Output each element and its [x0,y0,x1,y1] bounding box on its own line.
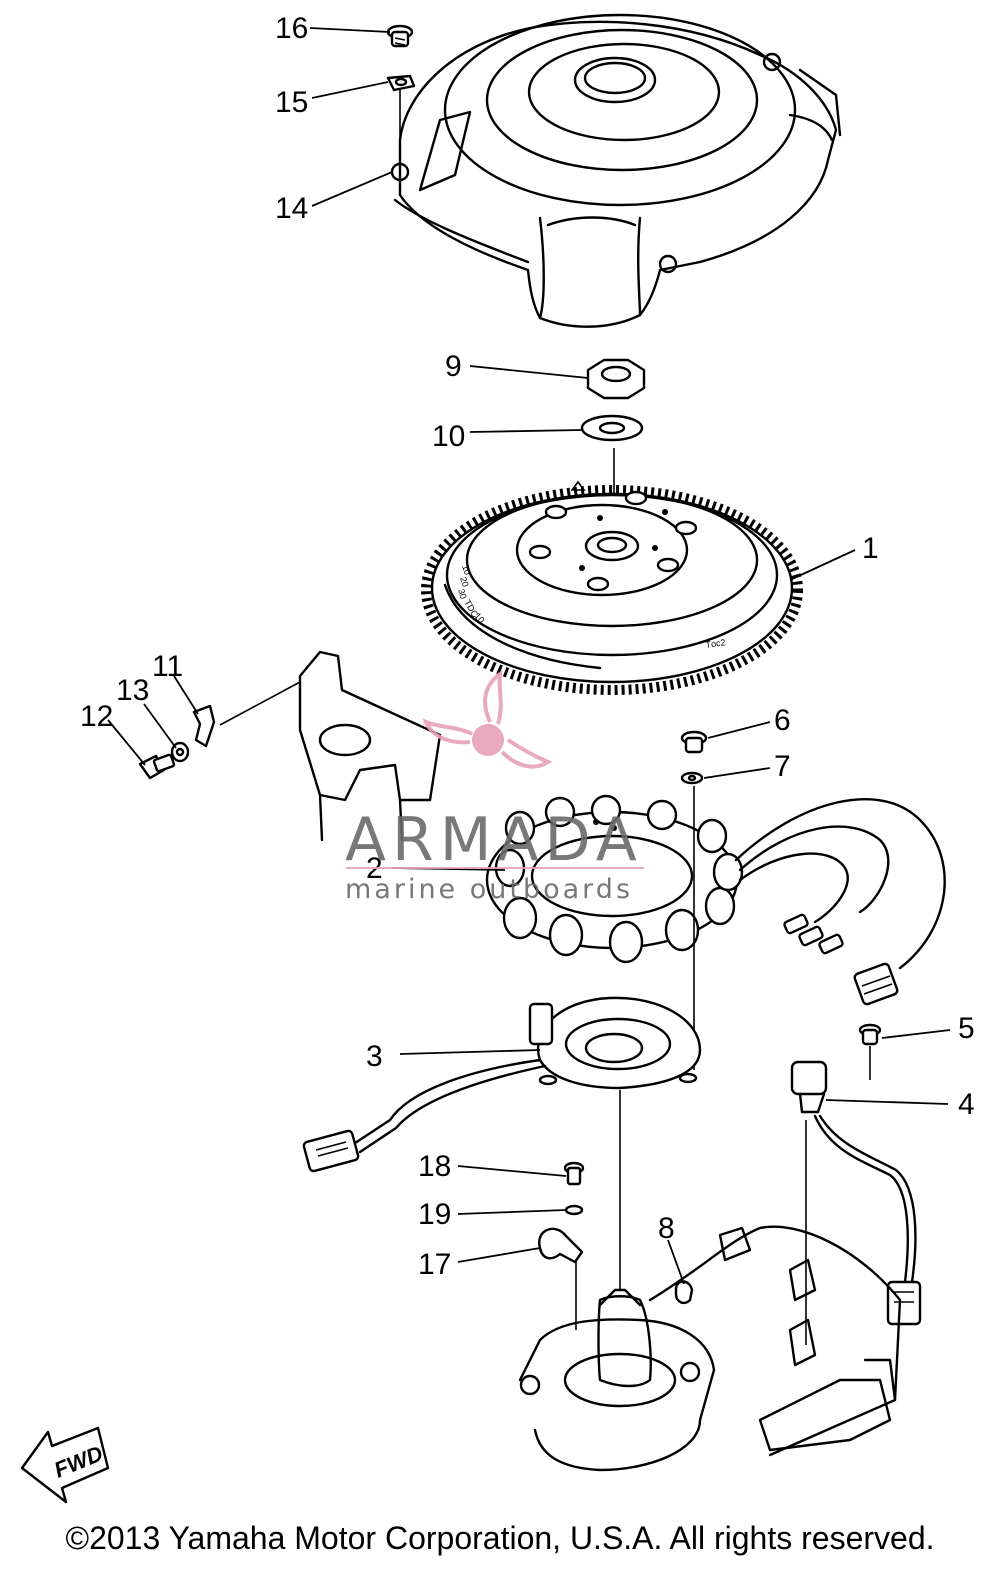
flywheel-mark-2: 20 [458,576,471,589]
callout-15: 15 [275,86,308,119]
collar-15 [386,74,416,92]
callout-8: 8 [658,1212,675,1245]
callout-leaders [107,27,951,1285]
screw-5 [858,1023,882,1046]
copyright-notice: ©2013 Yamaha Motor Corporation, U.S.A. A… [65,1520,935,1556]
bolt-12 [138,753,176,780]
nut-9 [586,358,646,400]
screw-6 [680,730,708,754]
flywheel-cover [390,13,842,328]
clamp-17 [538,1227,584,1264]
callout-1: 1 [862,532,879,565]
crankcase [518,1225,902,1472]
callout-14: 14 [275,192,308,225]
callout-7: 7 [774,750,791,783]
watermark: ARMADA marine outboards [345,669,644,905]
callout-18: 18 [418,1150,451,1183]
propeller-logo-icon [422,669,553,769]
callout-3: 3 [366,1040,383,1073]
stator [485,794,744,964]
direction-arrow-icon: FWD [20,1426,110,1504]
callout-6: 6 [774,704,791,737]
washer-10 [580,414,644,442]
watermark-tagline: marine outboards [345,874,633,905]
callout-17: 17 [418,1248,451,1281]
pulser-unit [790,1060,922,1326]
callout-9: 9 [445,350,462,383]
flywheel-mark-1: 10 [460,564,473,577]
screw-18 [563,1161,585,1186]
callout-4: 4 [958,1088,975,1121]
bolt-16 [386,24,414,48]
flywheel: 10 20 30 TDC 10 Tοc2 [421,480,803,695]
callout-13: 13 [116,674,149,707]
stator-harness [734,798,946,1006]
callout-16: 16 [275,12,308,45]
bracket-11 [192,704,216,748]
washer-7 [680,771,704,785]
callout-19: 19 [418,1198,451,1231]
flywheel-stamp: Tοc2 [705,637,726,650]
callout-11: 11 [152,650,183,683]
callout-10: 10 [432,420,465,453]
callout-labels: 16 15 14 9 10 1 11 13 12 6 7 2 3 5 4 8 1… [80,12,975,1281]
flywheel-mark-3: 30 [456,588,469,601]
callout-5: 5 [958,1012,975,1045]
watermark-brand: ARMADA [345,805,643,875]
callout-12: 12 [80,700,113,733]
flywheel-mark-5: 10 [472,611,486,625]
link-bracket [298,650,442,842]
pulser-coil-base [302,996,702,1173]
key-8 [674,1280,694,1305]
washer-19 [564,1204,584,1216]
